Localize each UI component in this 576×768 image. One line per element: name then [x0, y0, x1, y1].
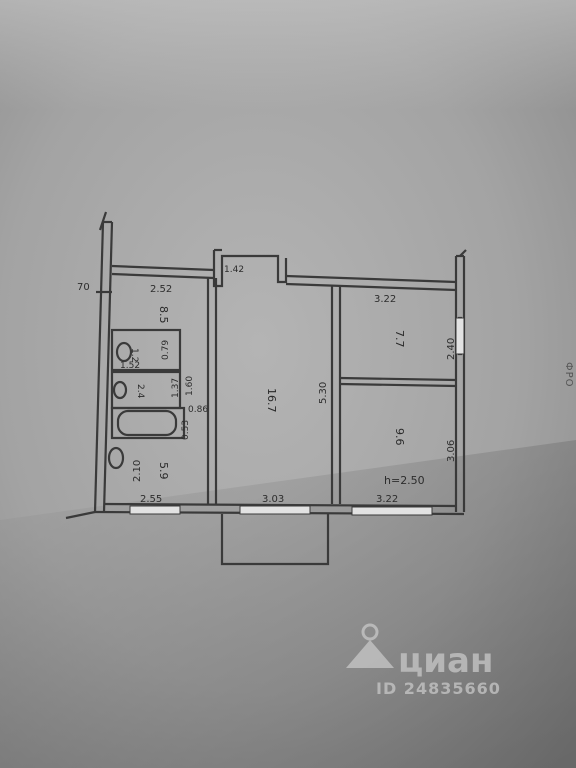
- dim-kitchen-width: 2.55: [140, 494, 162, 505]
- dim-bedroom-top: 3.22: [374, 294, 396, 305]
- dim-living-width: 3.03: [262, 494, 284, 505]
- room-area-corridor: 8.5: [157, 306, 170, 324]
- window-bedroom-small: [455, 317, 465, 355]
- window-bedroom-large: [351, 506, 433, 516]
- watermark-brand: циан: [398, 641, 493, 681]
- dim-bath-inner: 0.86: [188, 405, 208, 415]
- window-living: [239, 505, 311, 515]
- dim-bath-len: 1.60: [185, 376, 195, 396]
- room-area-living: 16.7: [265, 388, 278, 413]
- location-pin-icon: [346, 623, 394, 668]
- dim-wc-depth: 1.52: [120, 361, 140, 371]
- room-area-small-bedroom: 7.7: [393, 330, 406, 348]
- dim-loggia: 1.42: [224, 265, 244, 275]
- watermark-id: ID 24835660: [376, 679, 501, 698]
- room-area-large-bedroom: 9.6: [393, 428, 406, 446]
- room-area-bath: 2.4: [135, 384, 145, 399]
- dim-wc-width: 0.79: [161, 340, 171, 360]
- dim-living-depth: 5.30: [318, 382, 329, 404]
- room-area-wc: 1.2: [129, 348, 139, 362]
- dim-kitchen-depth: 2.10: [132, 460, 143, 482]
- dim-70: 70: [77, 282, 90, 293]
- dim-bath-inner2: 0.53: [181, 420, 191, 440]
- ceiling-height: h=2.50: [384, 474, 425, 487]
- window-kitchen: [129, 505, 181, 515]
- dim-bedroom-bottom: 3.22: [376, 494, 398, 505]
- watermark: циан ID 24835660: [346, 623, 501, 698]
- room-area-kitchen: 5.9: [157, 462, 170, 480]
- dim-bedroom-large-side: 3.06: [446, 440, 457, 462]
- edge-text: ФРО: [563, 362, 574, 388]
- dim-corridor-width: 2.52: [150, 284, 172, 295]
- dim-bedroom-small-side: 2.40: [446, 338, 457, 360]
- dim-bath-side: 1.37: [171, 378, 181, 398]
